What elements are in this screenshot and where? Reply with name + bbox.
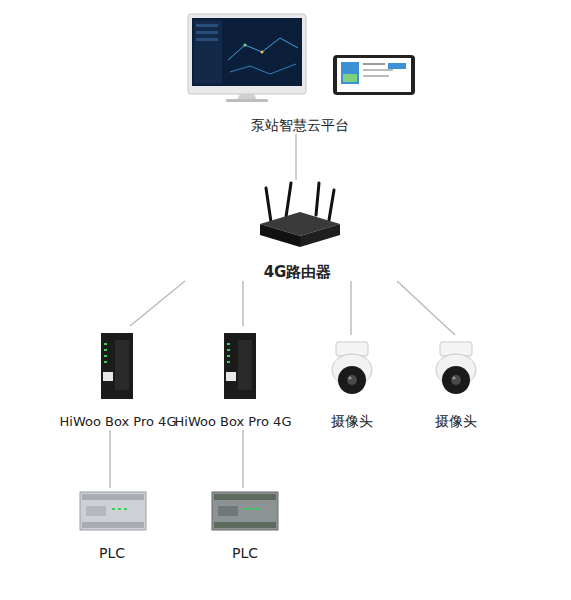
device-node: 泵站智慧云平台 [180,8,420,134]
dome-camera-icon [332,342,372,394]
dome-camera-icon [436,342,476,394]
device-label: HiWoo Box Pro 4G [60,414,177,430]
device-label: 摄像头 [331,413,373,430]
network-link [397,281,455,335]
device-label: 摄像头 [435,413,477,430]
device-label: 泵站智慧云平台 [251,117,349,134]
device-label: HiWoo Box Pro 4G [175,414,292,430]
device-node: 4G路由器 [180,180,415,281]
device-node: PLC [205,488,285,562]
network-link [242,281,244,326]
network-link [130,281,185,326]
plc-icon [80,492,146,530]
network-link [350,281,352,335]
device-node: HiWoo Box Pro 4G [173,326,294,430]
device-label: 4G路由器 [264,263,332,281]
gateway-device-icon [101,333,133,399]
device-label: PLC [232,545,258,562]
device-node: 摄像头 [320,335,384,430]
network-link [295,134,297,180]
device-node: HiWoo Box Pro 4G [58,326,179,430]
monitor-icon [188,14,306,102]
gateway-device-icon [224,333,256,399]
device-node: 摄像头 [424,335,488,430]
plc-icon [212,492,278,530]
network-link [242,430,244,488]
router-icon [260,183,340,247]
network-link [109,430,111,488]
device-label: PLC [99,545,125,562]
tablet-icon [333,55,415,95]
device-node: PLC [72,488,152,562]
